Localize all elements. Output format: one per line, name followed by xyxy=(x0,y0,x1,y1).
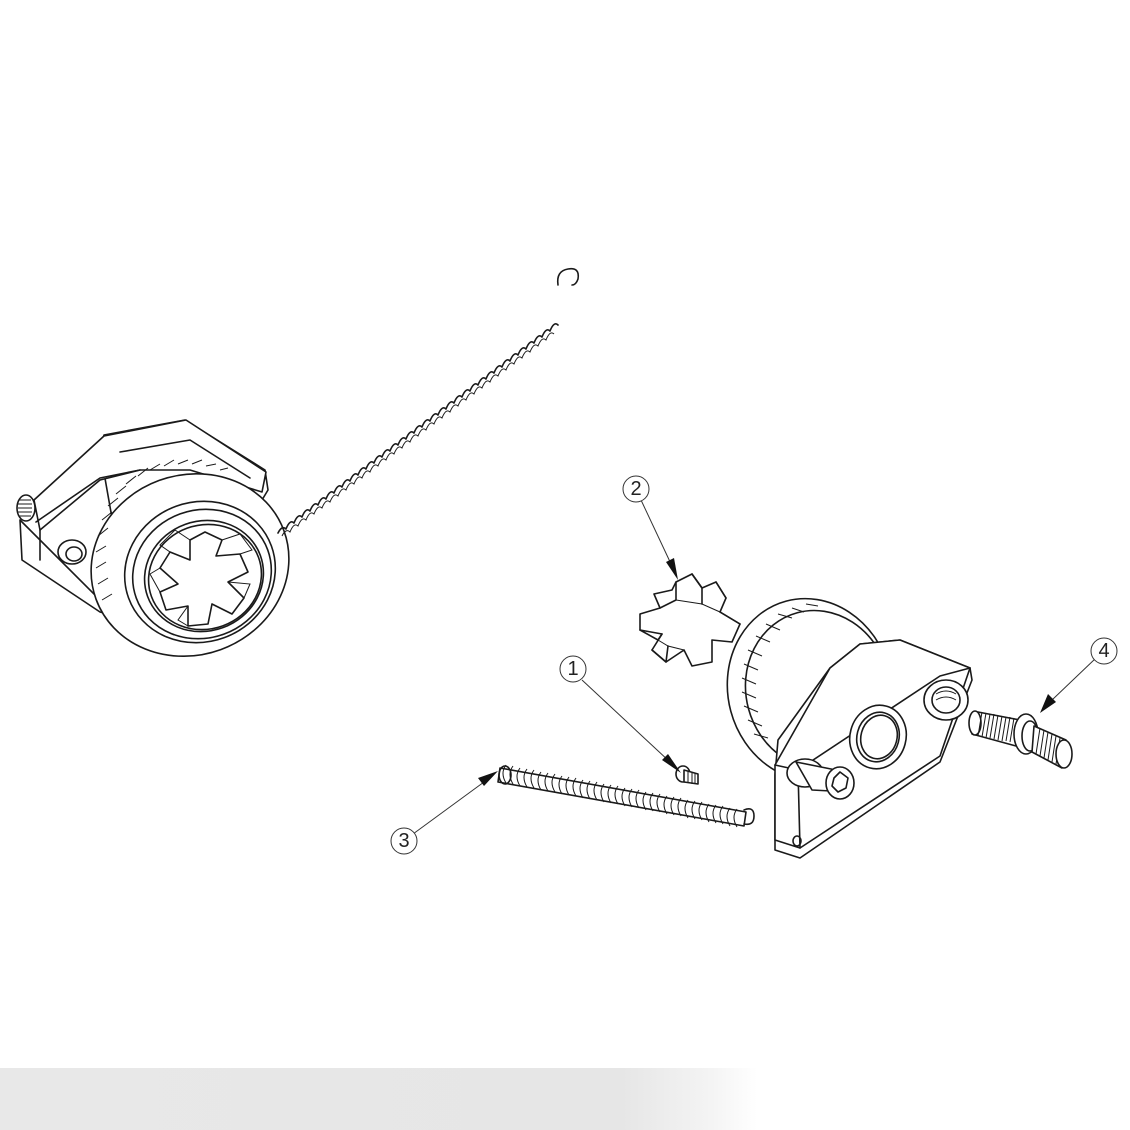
arrow-head-icon xyxy=(478,771,498,786)
balloon-1-label: 1 xyxy=(567,658,578,680)
callout-3: 3 xyxy=(390,771,498,855)
balloon-3-label: 3 xyxy=(398,830,409,852)
balloon-2 xyxy=(622,475,650,503)
bottom-shadow-band xyxy=(0,1038,1130,1130)
hex-shaft xyxy=(786,758,855,800)
balloon-4-label: 4 xyxy=(1098,640,1109,662)
arrow-head-icon xyxy=(662,754,681,773)
exploded-extension-spring xyxy=(497,764,755,828)
callout-1: 1 xyxy=(559,655,681,773)
balloon-2-label: 2 xyxy=(630,478,641,500)
spider-coupling-assembled xyxy=(149,529,253,627)
assembled-pulley-housing xyxy=(16,419,290,658)
spider-coupling xyxy=(639,573,741,667)
threaded-stud xyxy=(968,710,1073,769)
arrow-head-icon xyxy=(1040,694,1056,713)
balloon-4 xyxy=(1090,637,1118,665)
pulley-teeth xyxy=(95,459,229,601)
spring-hook-icon xyxy=(556,267,580,286)
callout-2: 2 xyxy=(622,475,678,580)
hex-socket-icon xyxy=(831,771,849,793)
spring-hook-icon xyxy=(743,808,755,826)
balloon-3 xyxy=(390,827,418,855)
small-screw xyxy=(675,765,699,785)
pulley-teeth xyxy=(741,603,819,739)
threaded-knob-icon xyxy=(16,494,36,522)
balloon-1 xyxy=(559,655,587,683)
pulley-housing-plate xyxy=(726,597,973,859)
callout-4: 4 xyxy=(1040,637,1118,713)
arrow-head-icon xyxy=(666,558,678,580)
long-extension-spring xyxy=(277,267,580,537)
